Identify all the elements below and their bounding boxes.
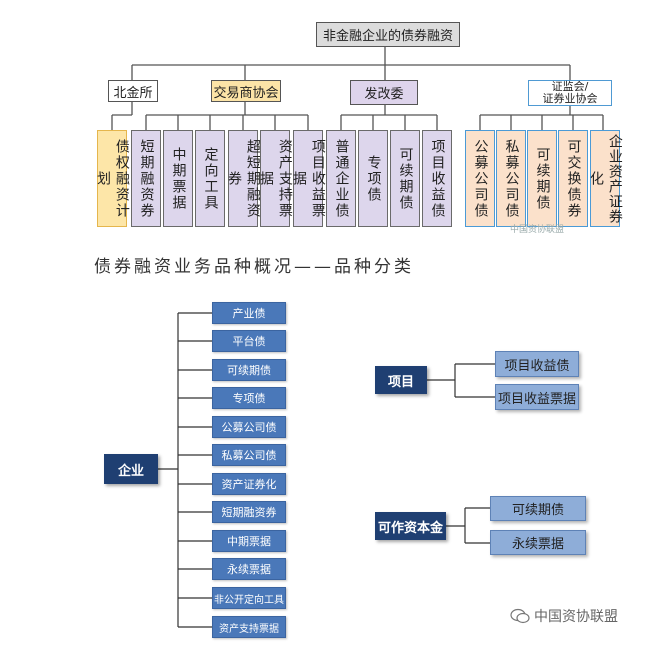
caption: 债券融资业务品种概况——品种分类 <box>94 257 414 277</box>
wechat-icon <box>510 608 530 624</box>
top-watermark: 中国资协联盟 <box>510 225 565 235</box>
group-head-beijinsuo: 北金所 <box>108 80 158 102</box>
capital-item: 可续期债 <box>490 496 586 521</box>
enterprise-root: 企业 <box>104 454 158 484</box>
enterprise-item: 专项债 <box>212 387 286 409</box>
group-head-csrc: 证监会/ 证券业协会 <box>528 80 612 106</box>
enterprise-item: 可续期债 <box>212 359 286 381</box>
bottom-watermark: 中国资协联盟 <box>510 606 618 626</box>
capital-item: 永续票据 <box>490 530 586 555</box>
item-super-short-bill: 超短期融资券 <box>226 130 261 227</box>
group-head-ndrc: 发改委 <box>350 80 418 105</box>
project-item: 项目收益债 <box>495 351 579 377</box>
enterprise-item: 永续票据 <box>212 558 286 580</box>
item-exchangeable-bond: 可交换债券 <box>558 130 588 227</box>
enterprise-item: 中期票据 <box>212 530 286 552</box>
item-abs: 企业资产证券化 <box>588 130 623 227</box>
group-head-nafmii: 交易商协会 <box>211 80 281 102</box>
bottom-watermark-text: 中国资协联盟 <box>534 609 618 625</box>
item-private-corporate-bond: 私募公司债 <box>496 130 526 227</box>
item-special-bond: 专项债 <box>358 130 388 227</box>
item-public-corporate-bond: 公募公司债 <box>465 130 495 227</box>
enterprise-item: 非公开定向工具 <box>212 587 286 609</box>
enterprise-item: 资产支持票据 <box>212 616 286 638</box>
project-root: 项目 <box>375 366 427 394</box>
item-asset-backed-note: 资产支持票据 <box>258 130 293 227</box>
project-item: 项目收益票据 <box>495 384 579 410</box>
item-renewable-bond: 可续期债 <box>390 130 420 227</box>
enterprise-item: 产业债 <box>212 302 286 324</box>
enterprise-item: 公募公司债 <box>212 416 286 438</box>
item-project-revenue-note: 项目收益票据 <box>291 130 326 227</box>
enterprise-item: 私募公司债 <box>212 444 286 466</box>
top-root-title: 非金融企业的债券融资 <box>316 22 460 47</box>
item-directed-tool: 定向工具 <box>195 130 225 227</box>
item-project-revenue-bond: 项目收益债 <box>422 130 452 227</box>
item-debt-financing-plan: 债权融资计划 <box>95 130 130 227</box>
item-mid-term-note: 中期票据 <box>163 130 193 227</box>
enterprise-item: 资产证券化 <box>212 473 286 495</box>
enterprise-item: 短期融资券 <box>212 501 286 523</box>
item-renewable-bond-csrc: 可续期债 <box>527 130 557 227</box>
enterprise-item: 平台债 <box>212 330 286 352</box>
capital-root: 可作资本金 <box>375 512 446 540</box>
item-ordinary-corporate-bond: 普通企业债 <box>326 130 356 227</box>
item-short-term-bill: 短期融资券 <box>131 130 161 227</box>
